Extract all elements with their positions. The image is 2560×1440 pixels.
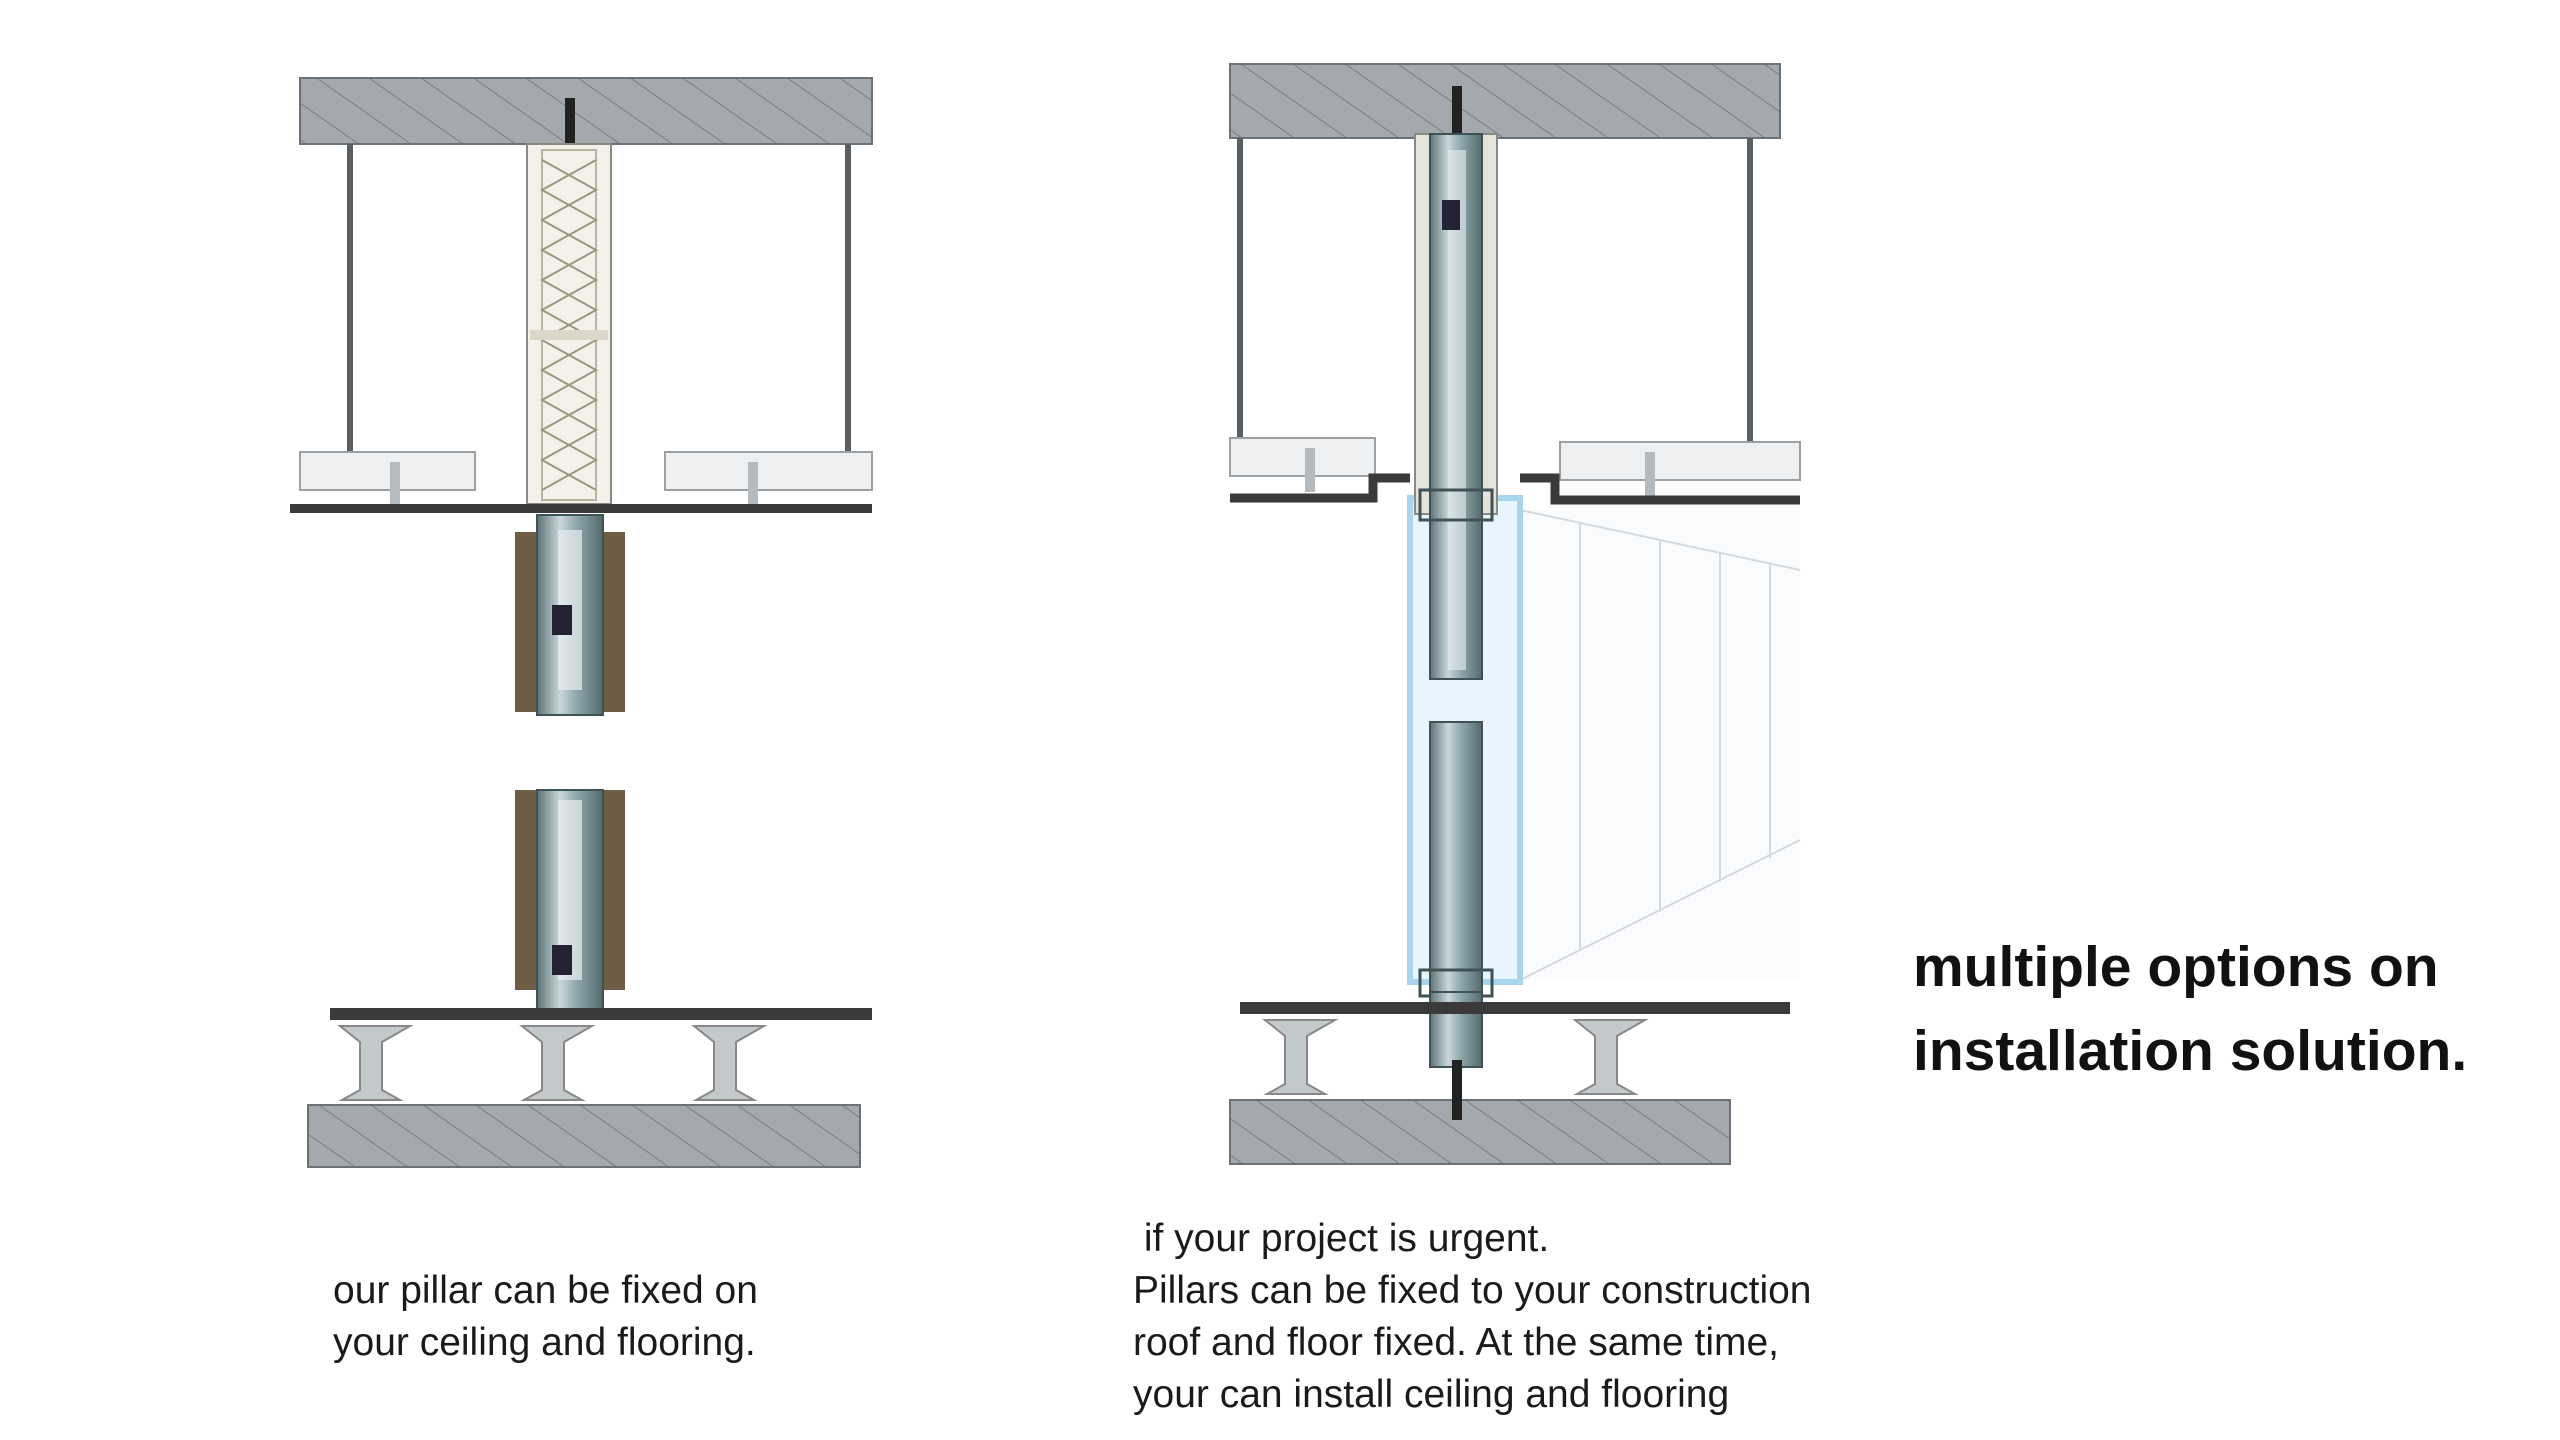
floor-pedestals <box>1262 1019 1649 1095</box>
ceiling-panels <box>1229 437 1801 505</box>
hanger-rod-left <box>1237 138 1243 448</box>
ceiling-floor-pillar-diagram <box>290 77 873 1168</box>
right-caption-line-1: if your project is urgent. <box>1133 1217 1550 1260</box>
pillar-upper-segment <box>515 514 625 716</box>
headline: multiple options on installation solutio… <box>1913 925 2533 1093</box>
roof-slab <box>1229 63 1781 139</box>
floor-slab <box>307 1104 861 1168</box>
right-caption-line-3: roof and floor fixed. At the same time, <box>1133 1321 1779 1364</box>
left-caption: our pillar can be fixed on your ceiling … <box>333 1265 953 1369</box>
headline-line-1: multiple options on <box>1913 935 2439 999</box>
right-caption-line-4: your can install ceiling and flooring <box>1133 1373 1730 1416</box>
glass-wall-perspective <box>1519 509 1801 981</box>
anchor-bolt <box>565 98 575 150</box>
anchor-bolt-top <box>1452 86 1462 136</box>
structural-roof-floor-pillar-diagram <box>1229 63 1801 1165</box>
left-caption-line-2: your ceiling and flooring. <box>333 1321 756 1364</box>
floor-slab <box>1229 1099 1731 1165</box>
headline-line-2: installation solution. <box>1913 1019 2468 1083</box>
raised-floor-plate <box>330 1008 872 1020</box>
left-caption-line-1: our pillar can be fixed on <box>333 1269 758 1312</box>
upper-insulated-column <box>526 143 612 505</box>
pillar-column <box>1414 133 1498 1068</box>
pillar-lower-segment <box>515 789 625 1011</box>
anchor-bolt-bottom <box>1452 1060 1462 1120</box>
right-caption: if your project is urgent. Pillars can b… <box>1133 1213 1893 1421</box>
right-caption-line-2: Pillars can be fixed to your constructio… <box>1133 1269 1812 1312</box>
ceiling-panels <box>290 451 873 513</box>
ceiling-slab <box>299 77 873 145</box>
hanger-rod-right <box>845 144 851 464</box>
raised-floor-plate <box>1240 1002 1790 1014</box>
floor-pedestals <box>337 1025 768 1101</box>
hanger-rod-left <box>347 144 353 464</box>
hanger-rod-right <box>1747 138 1753 448</box>
